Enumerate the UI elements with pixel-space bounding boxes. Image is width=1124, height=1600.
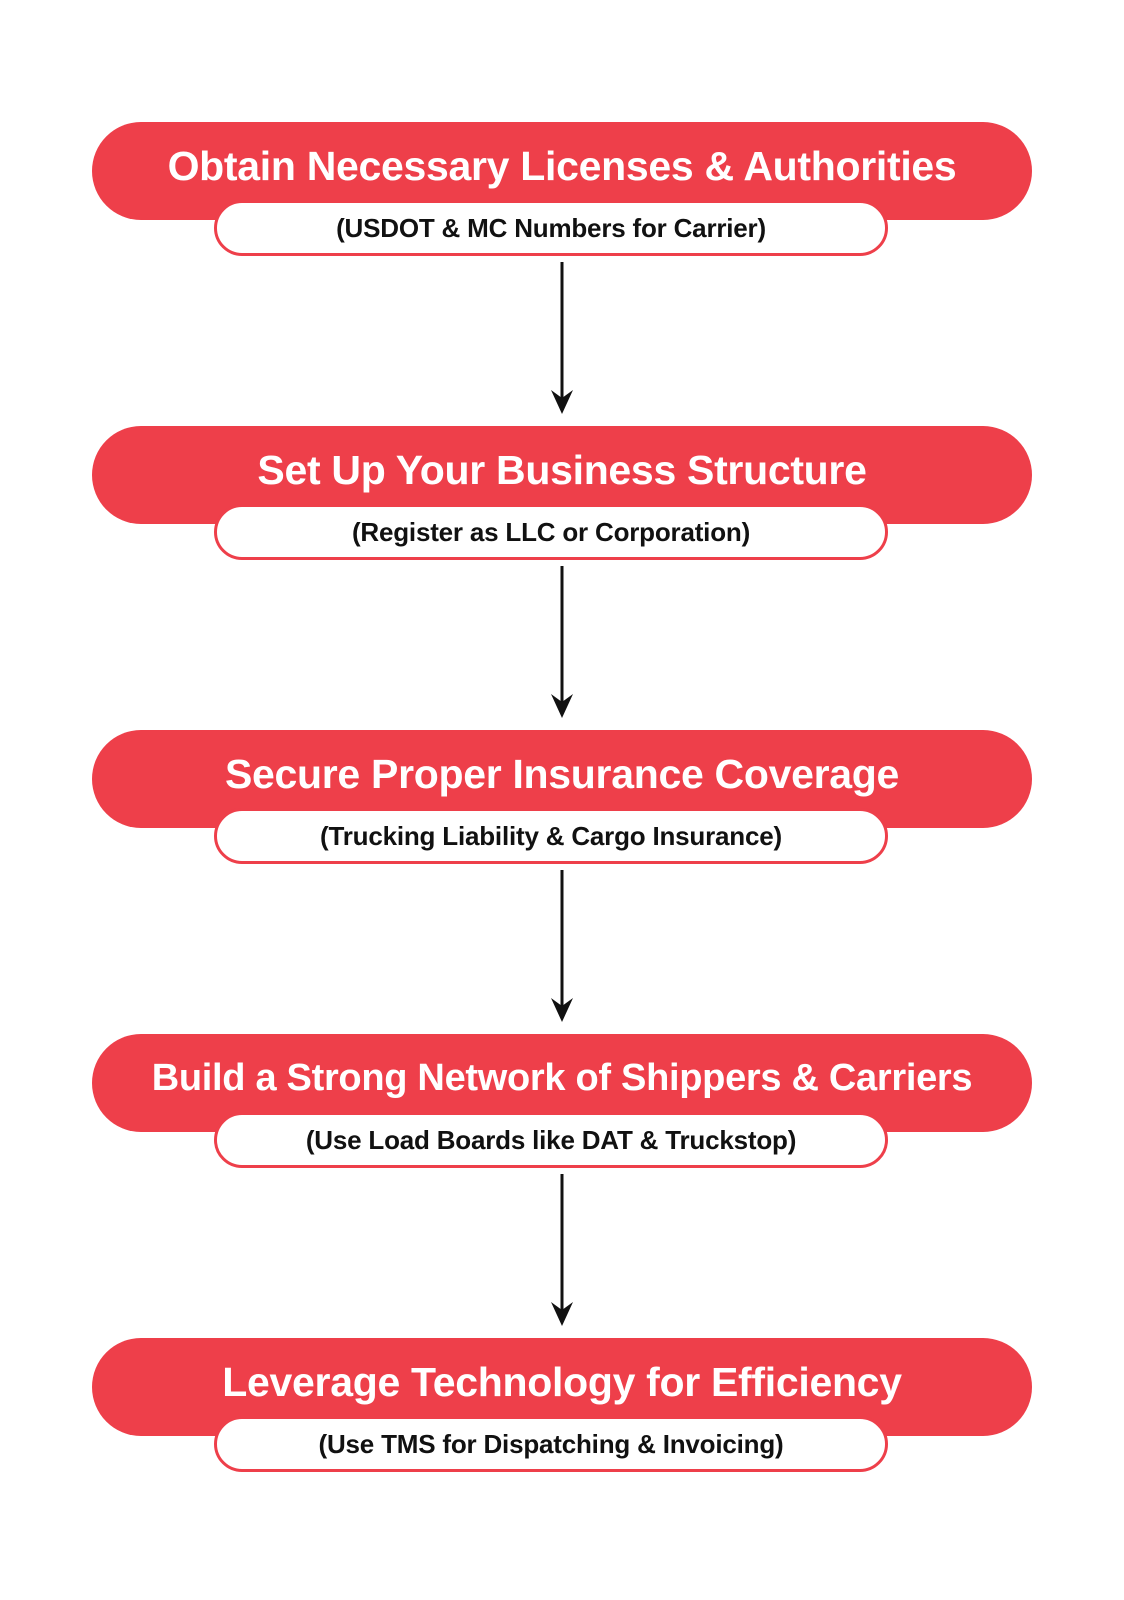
- arrow-4: [551, 1174, 573, 1326]
- step-title: Build a Strong Network of Shippers & Car…: [151, 1056, 973, 1099]
- step-subtitle-pill: (Trucking Liability & Cargo Insurance): [214, 808, 888, 864]
- step-subtitle-pill: (Use Load Boards like DAT & Truckstop): [214, 1112, 888, 1168]
- step-3: Secure Proper Insurance Coverage (Trucki…: [92, 730, 1032, 866]
- step-2: Set Up Your Business Structure (Register…: [92, 426, 1032, 562]
- step-title: Leverage Technology for Efficiency: [222, 1358, 902, 1405]
- step-subtitle: (Trucking Liability & Cargo Insurance): [320, 820, 782, 851]
- step-subtitle: (USDOT & MC Numbers for Carrier): [336, 212, 766, 243]
- step-subtitle: (Register as LLC or Corporation): [351, 516, 751, 547]
- step-subtitle-pill: (Register as LLC or Corporation): [214, 504, 888, 560]
- arrow-3: [551, 870, 573, 1022]
- step-5: Leverage Technology for Efficiency (Use …: [92, 1338, 1032, 1474]
- step-subtitle: (Use Load Boards like DAT & Truckstop): [305, 1124, 797, 1155]
- step-subtitle-pill: (Use TMS for Dispatching & Invoicing): [214, 1416, 888, 1472]
- arrow-2: [551, 566, 573, 718]
- step-subtitle: (Use TMS for Dispatching & Invoicing): [318, 1428, 784, 1459]
- step-title: Secure Proper Insurance Coverage: [224, 750, 900, 797]
- arrow-1: [551, 262, 573, 414]
- step-title: Set Up Your Business Structure: [257, 446, 867, 493]
- step-1: Obtain Necessary Licenses & Authorities …: [92, 122, 1032, 258]
- step-title: Obtain Necessary Licenses & Authorities: [167, 142, 957, 189]
- step-4: Build a Strong Network of Shippers & Car…: [92, 1034, 1032, 1170]
- step-subtitle-pill: (USDOT & MC Numbers for Carrier): [214, 200, 888, 256]
